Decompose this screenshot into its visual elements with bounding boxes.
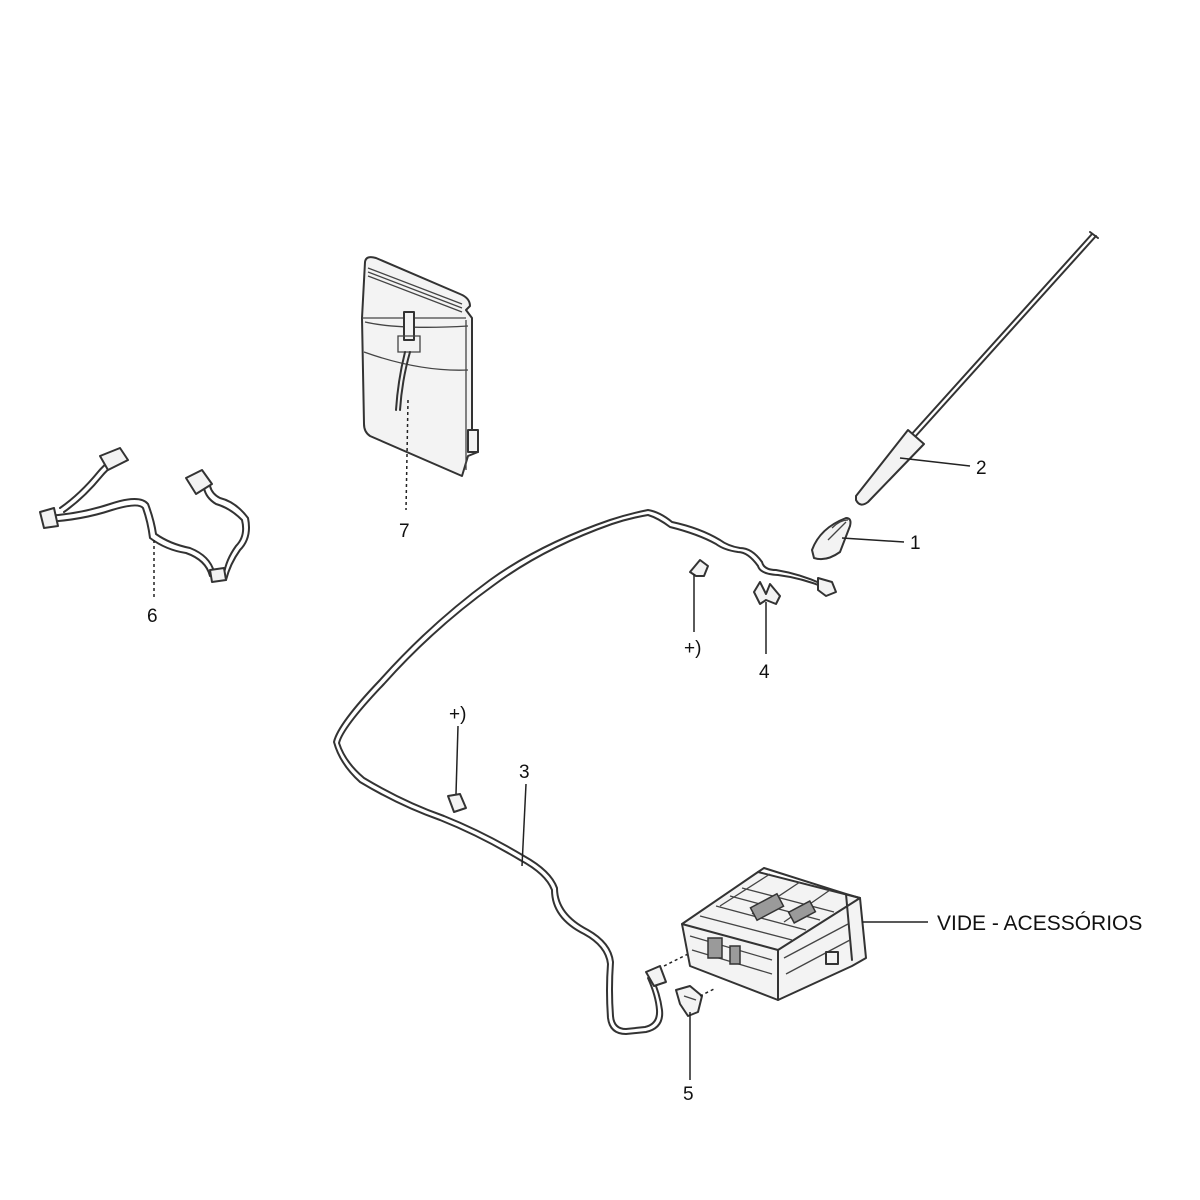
assembly-line-adaptor (699, 987, 717, 997)
antenna-cable (333, 509, 837, 1035)
label-note-lower: +) (449, 704, 466, 725)
wiring-harness (39, 447, 250, 583)
cable-clip-upper (689, 559, 709, 577)
antenna-mast (855, 231, 1099, 506)
label-part-3: 3 (519, 762, 530, 783)
leader-part-3 (521, 783, 527, 867)
manual-wallet (361, 256, 479, 477)
leader-part-1 (841, 537, 905, 543)
assembly-line-cable (663, 947, 701, 967)
label-part-7: 7 (399, 521, 410, 542)
label-accessories-ref: VIDE - ACESSÓRIOS (937, 912, 1142, 935)
label-part-6: 6 (147, 606, 158, 627)
label-note-upper: +) (684, 638, 701, 659)
connector-adaptor (675, 985, 703, 1017)
leader-part-7 (405, 399, 409, 511)
antenna-base (811, 517, 852, 561)
label-part-1: 1 (910, 533, 921, 554)
radio-unit (681, 867, 867, 1001)
label-part-5: 5 (683, 1084, 694, 1105)
cable-clip-lower (447, 793, 467, 813)
leader-note-lower (455, 725, 459, 795)
label-part-4: 4 (759, 662, 770, 683)
label-part-2: 2 (976, 458, 987, 479)
leader-part-2 (899, 457, 971, 467)
cable-bracket (753, 581, 781, 605)
